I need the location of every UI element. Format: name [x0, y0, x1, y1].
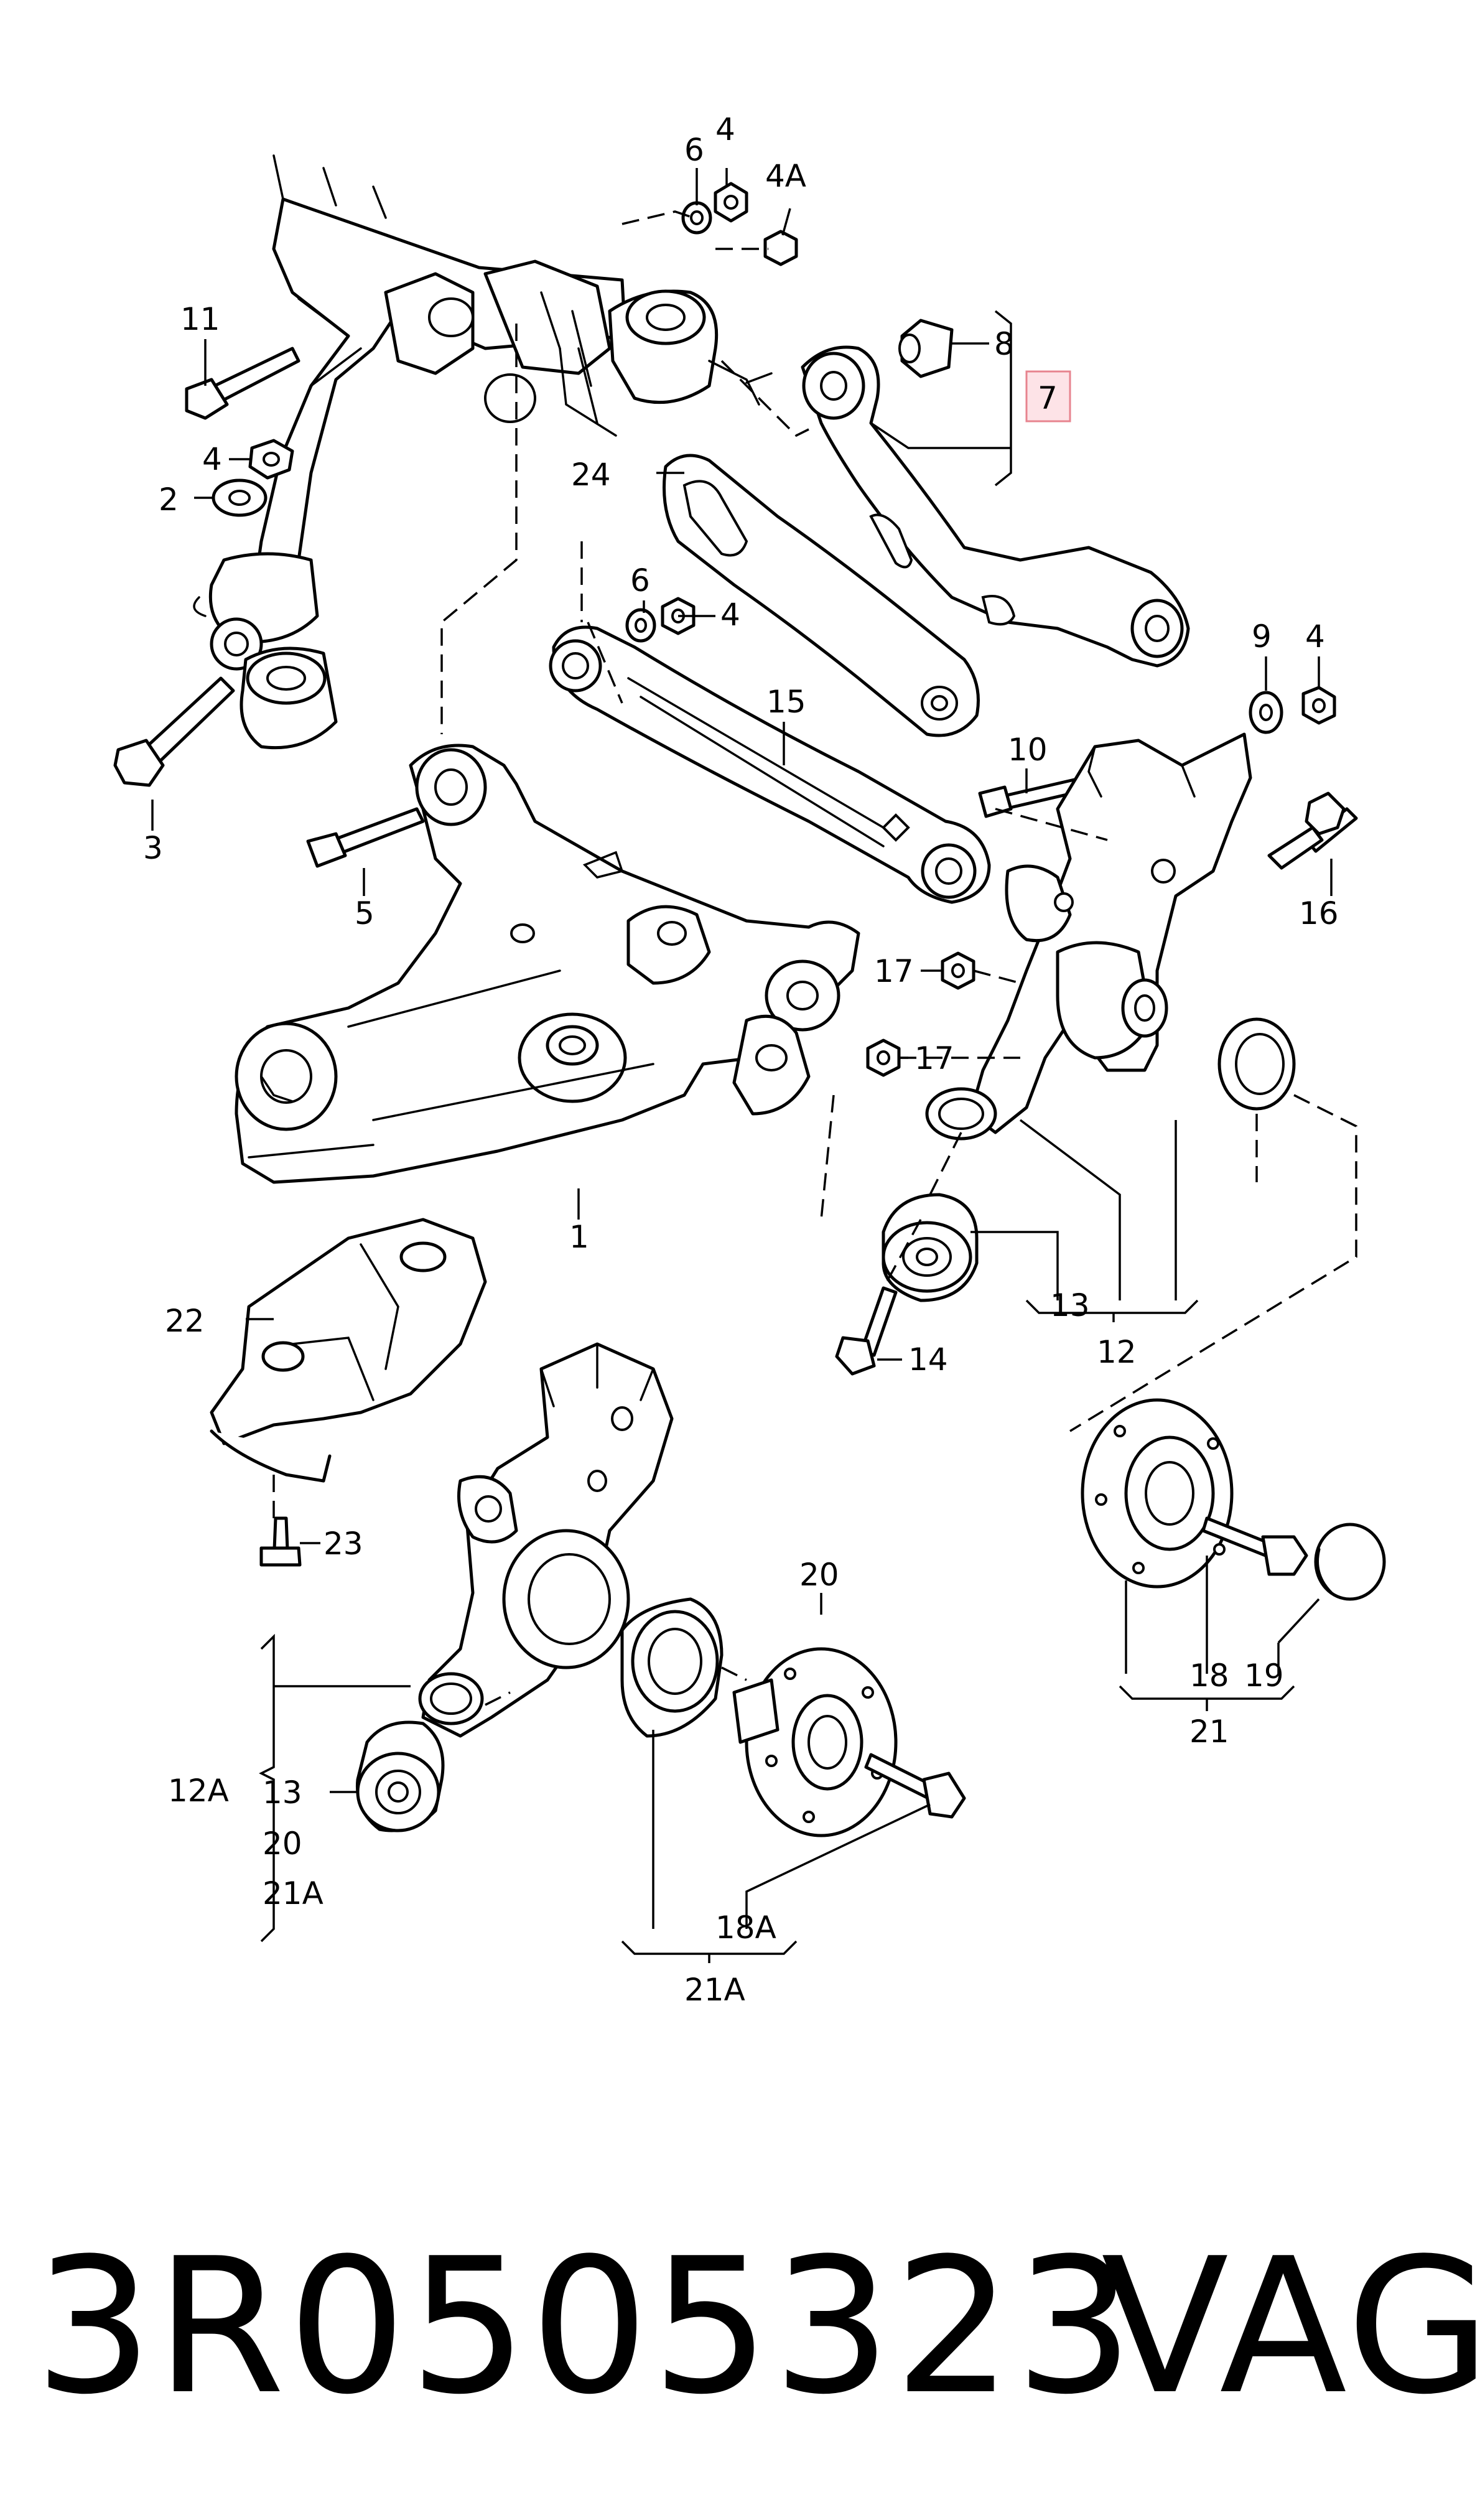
label-18A: 18A [715, 1910, 776, 1946]
bolt-18 [1201, 1516, 1308, 1576]
bolt-16 [1267, 791, 1358, 870]
bolt-18A [864, 1753, 966, 1819]
toe-link-24 [663, 454, 980, 737]
bushing-8 [898, 319, 954, 378]
subframe-mount-bushing [608, 289, 773, 406]
label-13-lower: 13 [263, 1775, 302, 1811]
bolt-5 [306, 807, 425, 868]
lower-link-15 [549, 625, 991, 904]
part-number: 3R0505323 [34, 2218, 1137, 2435]
bushing-13-upper [882, 1193, 979, 1302]
label-6-top: 6 [684, 132, 704, 168]
label-5: 5 [355, 895, 375, 931]
label-16: 16 [1299, 895, 1339, 931]
bolt-3 [113, 676, 235, 787]
label-17-lower: 17 [915, 1040, 954, 1076]
label-18: 18 [1189, 1658, 1229, 1694]
label-11: 11 [180, 301, 220, 337]
wheel-carrier-12 [925, 732, 1252, 1141]
label-4A: 4A [765, 158, 806, 194]
label-20-hub: 20 [799, 1557, 839, 1593]
bolt-14 [835, 1286, 898, 1376]
brand-label: VAG [1101, 2218, 1480, 2435]
wheel-carrier-12A [418, 1342, 674, 1738]
washer-9 [1249, 691, 1283, 734]
label-6-mid: 6 [630, 562, 650, 599]
bushing-13-lower [355, 1720, 445, 1832]
label-24: 24 [571, 457, 611, 493]
bolt-10 [978, 776, 1087, 818]
label-4-left: 4 [202, 441, 222, 477]
lower-control-arm-1 [235, 744, 860, 1184]
footer: 3R0505323 VAG [0, 2215, 1480, 2439]
label-1: 1 [569, 1219, 589, 1255]
label-12A: 12A [168, 1773, 229, 1809]
bolt-11 [185, 347, 300, 420]
exploded-suspension-diagram: 6 4 4A 8 7 11 4 2 24 6 4 9 4 15 10 3 5 1… [113, 111, 1386, 2008]
washer-2 [212, 478, 268, 517]
highlight-box-7 [1025, 370, 1071, 422]
label-7: 7 [1038, 380, 1058, 416]
nut-4-left [248, 439, 294, 480]
label-21A-list: 21A [263, 1875, 323, 1911]
wheel-hub-20 [732, 1647, 898, 1837]
left-subframe-mounts [193, 552, 338, 750]
nut-4-right [1301, 686, 1336, 725]
label-9: 9 [1252, 618, 1272, 655]
subframe [247, 154, 627, 630]
dashed-leader-lines [272, 210, 1357, 1706]
label-4-right: 4 [1305, 618, 1325, 655]
label-10: 10 [1008, 732, 1048, 768]
label-22: 22 [165, 1303, 205, 1339]
label-4-top: 4 [715, 111, 735, 147]
nut-17-upper [941, 951, 975, 990]
label-4-mid: 4 [720, 597, 740, 633]
label-2: 2 [159, 482, 179, 518]
heat-shield-22 [210, 1218, 487, 1483]
wheel-bearing [620, 1597, 724, 1738]
label-3: 3 [143, 830, 163, 866]
seal-ring [1217, 1017, 1296, 1111]
label-23: 23 [323, 1526, 363, 1562]
label-13-upper: 13 [1050, 1287, 1090, 1323]
label-21A: 21A [684, 1972, 745, 2008]
upper-control-arm-7 [801, 345, 1190, 668]
label-15: 15 [766, 684, 806, 720]
screw-23 [259, 1516, 302, 1567]
leader-lines [151, 168, 1333, 1963]
nut-4A [763, 230, 798, 266]
label-14: 14 [908, 1342, 948, 1378]
label-19: 19 [1244, 1658, 1284, 1694]
washer-6-mid [625, 608, 656, 643]
nut-4-top [714, 182, 748, 223]
callout-labels: 6 4 4A 8 7 11 4 2 24 6 4 9 4 15 10 3 5 1… [143, 111, 1339, 2008]
label-8: 8 [994, 326, 1014, 362]
cap-19 [1314, 1523, 1386, 1601]
label-17-upper: 17 [874, 953, 914, 989]
label-20-list: 20 [263, 1826, 302, 1862]
label-21: 21 [1189, 1714, 1229, 1750]
label-12: 12 [1097, 1334, 1137, 1370]
nut-17-lower [866, 1038, 901, 1077]
washer-6-top [681, 201, 712, 235]
wheel-hub-21 [1081, 1398, 1234, 1589]
